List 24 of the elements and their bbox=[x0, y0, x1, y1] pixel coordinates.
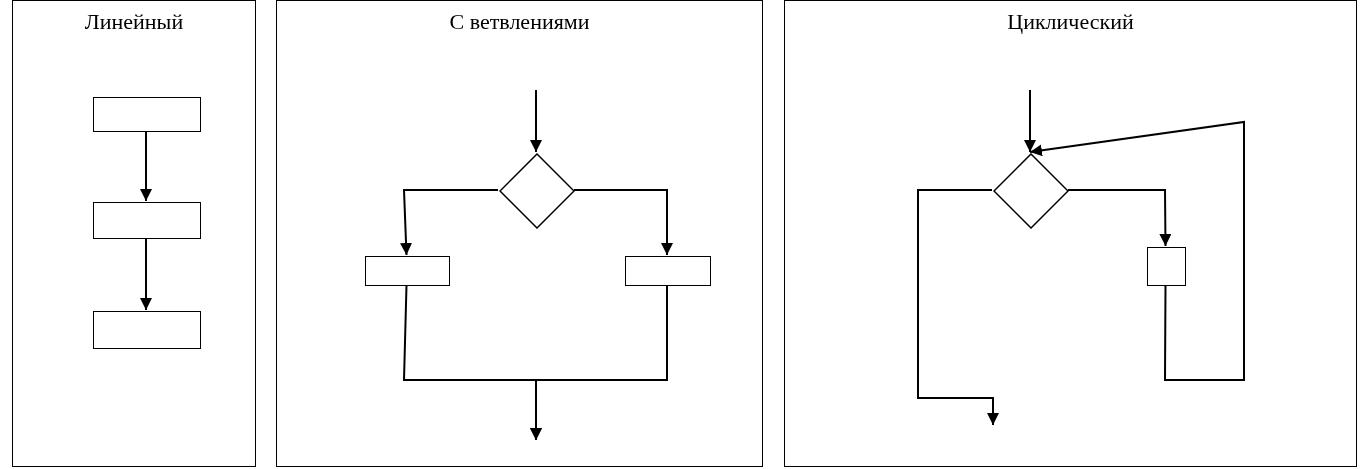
arrow bbox=[140, 237, 152, 311]
arrow bbox=[530, 284, 668, 441]
decision-diamond bbox=[993, 153, 1069, 229]
decision-diamond bbox=[499, 153, 575, 229]
panel-title: С ветвлениями bbox=[449, 9, 590, 35]
process-box bbox=[1147, 247, 1186, 286]
process-box bbox=[365, 256, 450, 286]
arrow bbox=[1067, 189, 1172, 247]
process-box bbox=[93, 202, 201, 239]
arrow bbox=[917, 189, 999, 426]
panel bbox=[12, 0, 256, 467]
panel-title: Циклический bbox=[1007, 9, 1134, 35]
panel bbox=[276, 0, 763, 467]
arrow bbox=[530, 89, 542, 153]
arrow bbox=[573, 189, 673, 256]
arrow bbox=[400, 189, 499, 256]
process-box bbox=[93, 97, 201, 132]
arrow bbox=[140, 130, 152, 202]
arrow bbox=[1029, 120, 1245, 381]
process-box bbox=[93, 311, 201, 349]
arrow bbox=[1024, 89, 1036, 153]
process-box bbox=[625, 256, 711, 286]
panel bbox=[784, 0, 1357, 467]
panel-title: Линейный bbox=[84, 9, 184, 35]
